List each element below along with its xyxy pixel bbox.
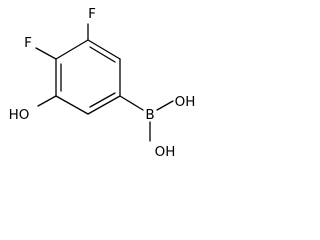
atom-label-boron: B xyxy=(145,107,154,123)
bond-c3-b xyxy=(119,95,144,111)
chemical-structure-canvas: F F HO B OH OH xyxy=(0,0,210,178)
bond-c5-oh xyxy=(37,95,57,107)
atom-label-boron-oh-lower: OH xyxy=(155,144,176,160)
ring-bond-c3-c4 xyxy=(87,95,121,115)
molecule-diagram: F F HO B OH OH xyxy=(9,6,196,160)
ring-bond-c4-c5 xyxy=(55,95,89,115)
atom-label-hydroxyl: HO xyxy=(9,107,30,123)
ring-double-bond-inner-2 xyxy=(89,92,116,108)
ring-double-bond-inner-1 xyxy=(89,46,116,63)
atom-label-f-top: F xyxy=(88,6,96,22)
ring-bond-c1-c2 xyxy=(87,39,121,60)
bond-b-oh-upper xyxy=(156,100,174,111)
bond-c6-f xyxy=(35,47,57,60)
atom-label-boron-oh-upper: OH xyxy=(175,94,196,110)
ring-bond-c6-c1 xyxy=(55,39,89,60)
atom-label-f-left: F xyxy=(24,35,32,51)
